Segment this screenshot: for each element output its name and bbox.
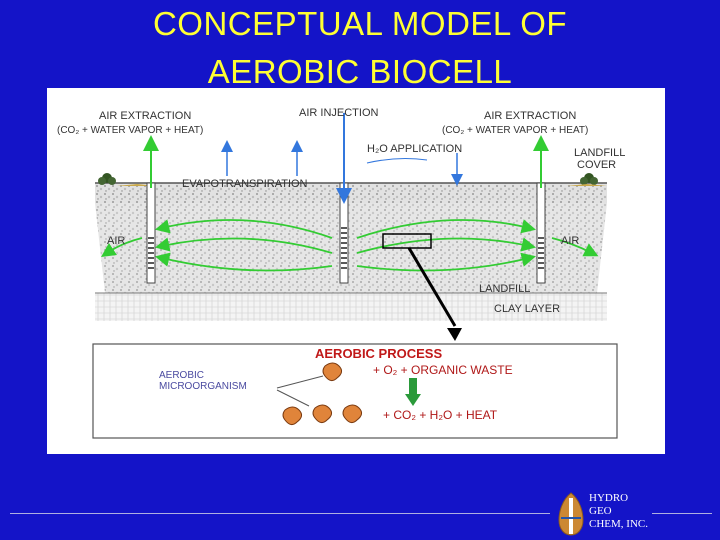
evapotranspiration-label: EVAPOTRANSPIRATION [182, 178, 308, 190]
diagram-panel: AIR EXTRACTION (CO₂ + WATER VAPOR + HEAT… [47, 88, 665, 454]
extraction-well-left [146, 182, 156, 284]
tree-icon [98, 173, 116, 185]
air-extraction-right-label: AIR EXTRACTION [484, 110, 576, 122]
air-label-right: AIR [561, 235, 579, 247]
landfill-waste-layer [95, 203, 607, 293]
air-injection-label: AIR INJECTION [299, 107, 379, 119]
aerobic-process-box [92, 343, 618, 439]
microorganism-icon [322, 362, 343, 382]
air-extraction-left-detail: (CO₂ + WATER VAPOR + HEAT) [57, 125, 203, 136]
zoom-pointer-line [407, 247, 457, 327]
air-extraction-right-detail: (CO₂ + WATER VAPOR + HEAT) [442, 125, 588, 136]
process-title: AEROBIC PROCESS [315, 346, 442, 361]
extraction-well-right [536, 182, 546, 284]
zoom-region-box [382, 233, 432, 249]
biocell-diagram: AIR EXTRACTION (CO₂ + WATER VAPOR + HEAT… [57, 107, 625, 439]
clay-layer [95, 293, 607, 321]
equation-reactants: + O₂ + ORGANIC WASTE [373, 363, 513, 377]
landfill-cover-label-2: COVER [577, 159, 616, 171]
h2o-application-label: H₂O APPLICATION [367, 143, 462, 155]
injection-well [339, 182, 349, 284]
organism-label-2: MICROORGANISM [159, 381, 247, 392]
title-line-2: AEROBIC BIOCELL [207, 53, 513, 90]
footer-rule-right [652, 513, 712, 514]
company-line-1: HYDRO [589, 492, 629, 504]
air-label-left: AIR [107, 235, 125, 247]
company-logo-icon [558, 492, 584, 536]
clay-layer-label: CLAY LAYER [494, 303, 560, 315]
air-extraction-left-label: AIR EXTRACTION [99, 110, 191, 122]
airflow-curves [101, 219, 599, 272]
microorganism-icon [312, 404, 333, 424]
company-line-2: GEO [589, 505, 612, 517]
organism-label: AEROBIC [159, 370, 204, 381]
equation-products: + CO₂ + H₂O + HEAT [383, 408, 498, 422]
reaction-arrow-icon [405, 394, 421, 406]
microorganism-icon [282, 406, 303, 426]
company-name: HYDRO GEO CHEM, INC. [589, 492, 648, 531]
tree-icon [580, 173, 598, 185]
landfill-cover-label: LANDFILL [574, 147, 625, 159]
microorganism-icon [342, 404, 363, 424]
footer-rule-left [10, 513, 550, 514]
landfill-label: LANDFILL [479, 283, 530, 295]
company-line-3: CHEM, INC. [589, 518, 648, 530]
landfill-cover-layer [95, 183, 607, 203]
title-line-1: CONCEPTUAL MODEL OF [152, 5, 568, 42]
